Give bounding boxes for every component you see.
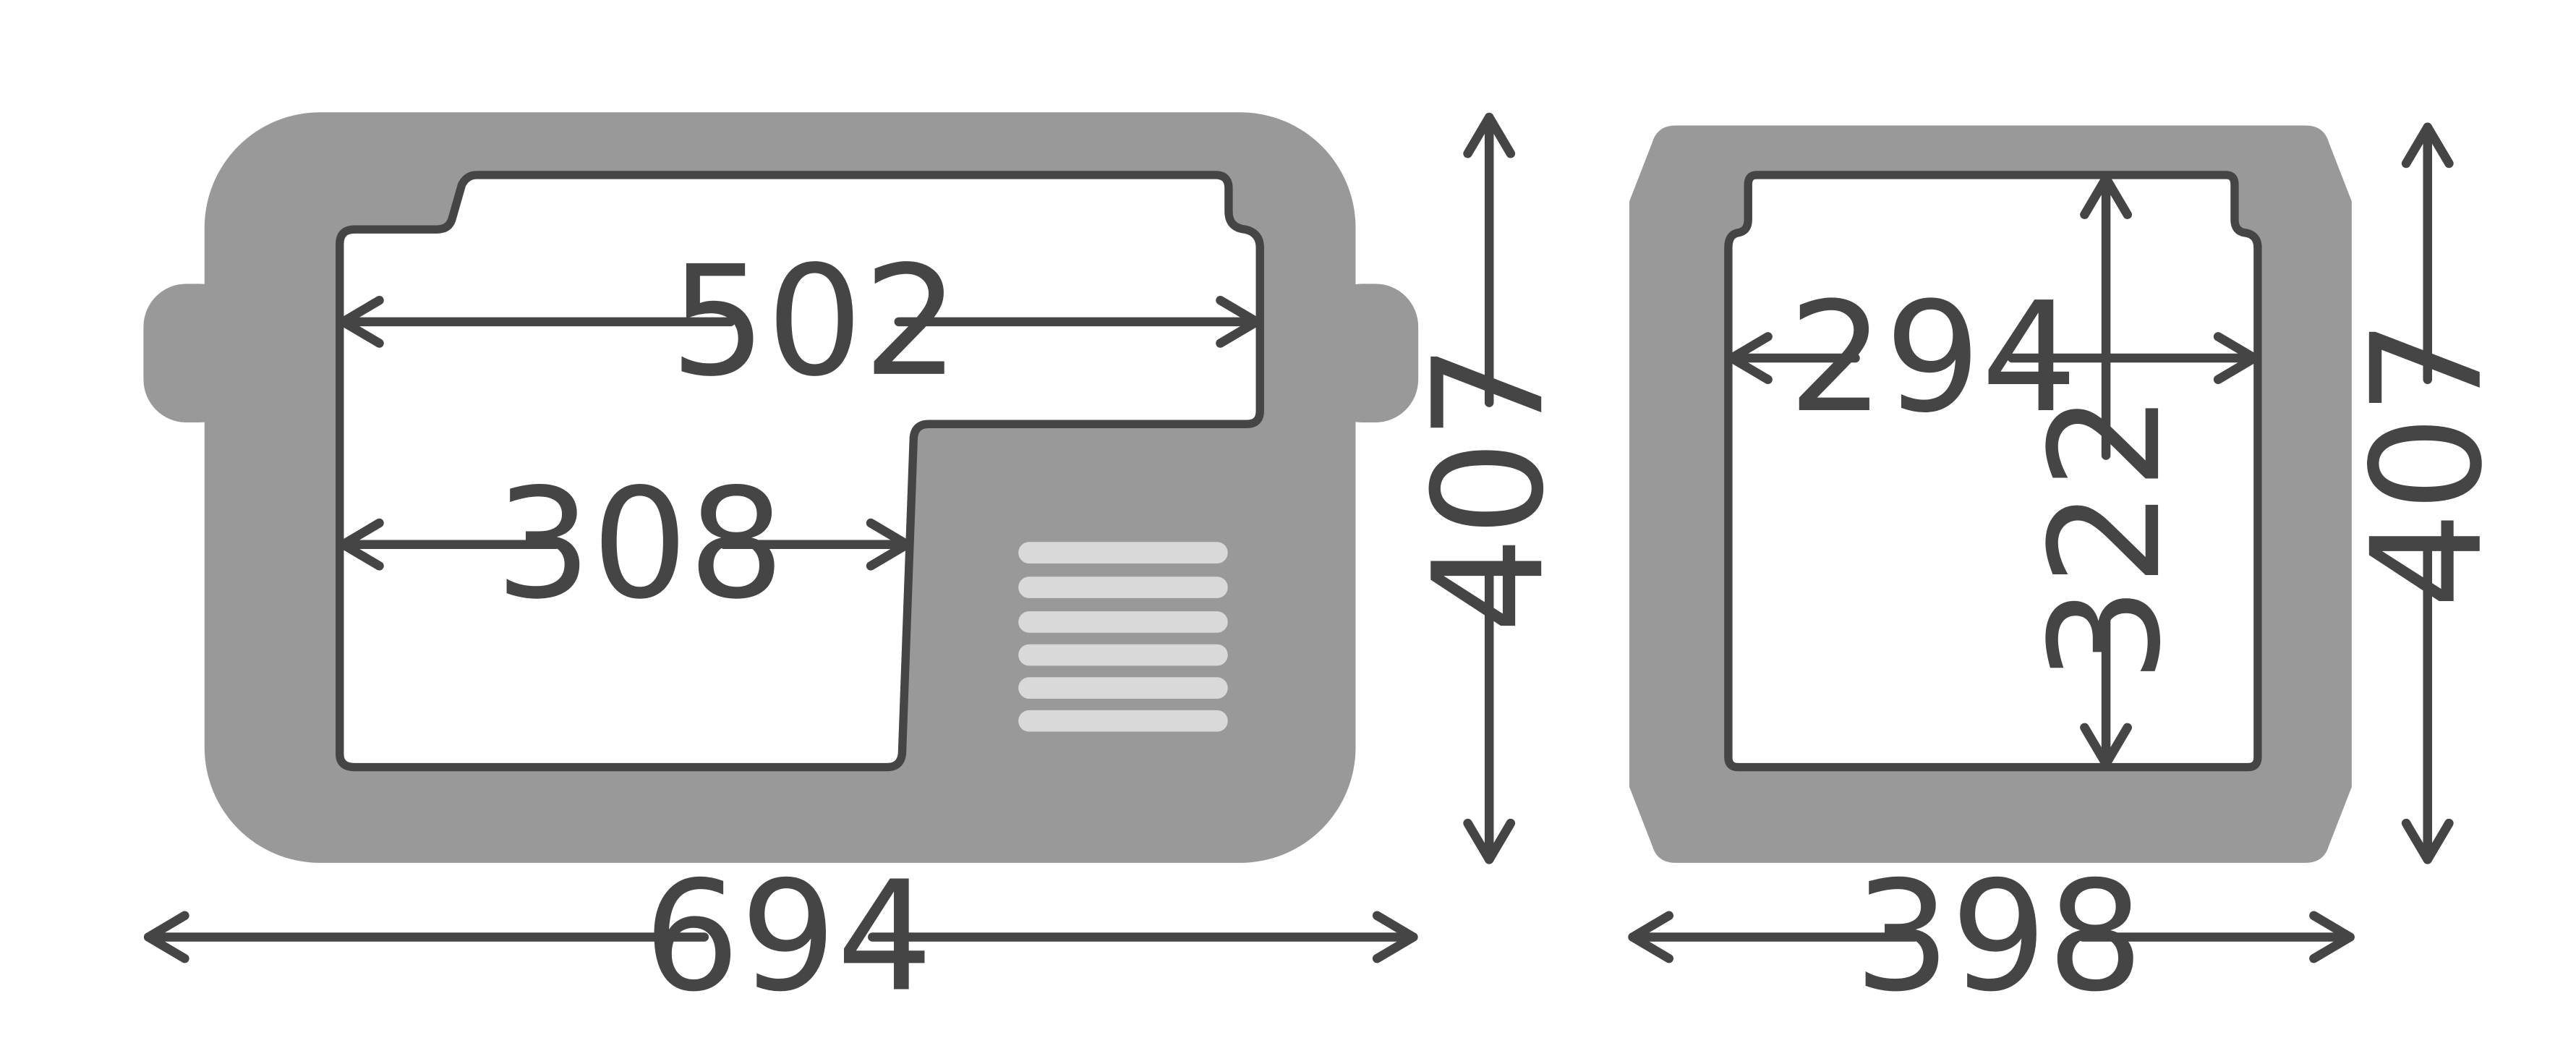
- dimension-overall-height-right: 407: [2340, 122, 2516, 864]
- left-view: 502 308 694 407: [143, 112, 1577, 1025]
- dimension-upper-interior-width: 502: [338, 234, 1261, 410]
- overall-width-label-left: 694: [644, 848, 933, 1025]
- right-view: 294 322 398 407: [1628, 122, 2516, 1025]
- dimension-interior-width-right: 294: [1727, 270, 2259, 446]
- dimension-overall-height-left: 407: [1401, 112, 1577, 864]
- overall-height-label-left: 407: [1401, 344, 1577, 633]
- dimension-overall-width-left: 694: [143, 848, 1418, 1025]
- upper-interior-width-label: 502: [670, 234, 959, 410]
- overall-height-label-right: 407: [2340, 319, 2516, 608]
- dimension-lower-interior-width: 308: [338, 456, 912, 633]
- dimension-overall-width-right: 398: [1628, 848, 2355, 1025]
- dimension-interior-height-right: 322: [2018, 174, 2194, 769]
- cooler-cavity-side-view: [1724, 171, 2262, 772]
- interior-width-label-right: 294: [1788, 270, 2077, 446]
- lower-interior-width-label: 308: [495, 456, 785, 633]
- compressor-vent: [1018, 542, 1228, 732]
- overall-width-label-right: 398: [1854, 848, 2144, 1025]
- interior-height-label-right: 322: [2018, 393, 2194, 682]
